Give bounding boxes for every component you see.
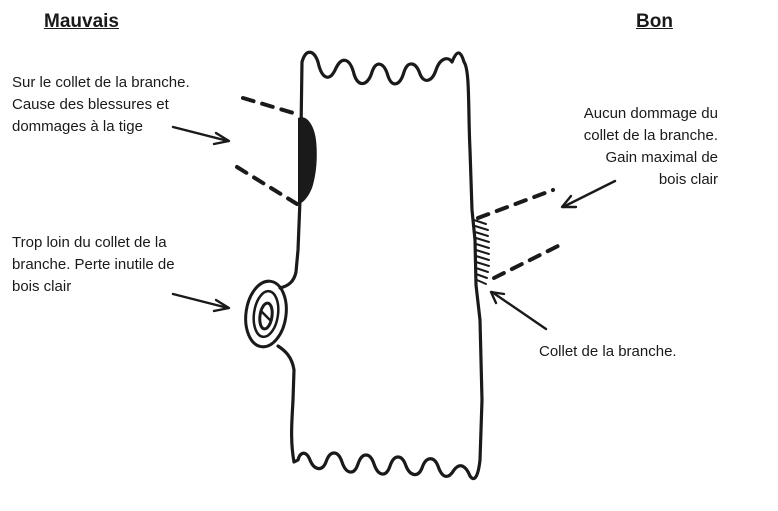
note-line: dommages à la tige bbox=[12, 118, 143, 135]
note-line: bois clair bbox=[12, 278, 72, 295]
heading-good: Bon bbox=[636, 11, 673, 32]
right-branch-dash-bottom bbox=[492, 244, 560, 280]
trunk-outline bbox=[276, 50, 484, 481]
stub-inner-ring bbox=[258, 301, 274, 331]
note-line: branche. Perte inutile de bbox=[12, 256, 175, 273]
note-line: Sur le collet de la branche. bbox=[12, 74, 190, 91]
collar-wound bbox=[298, 117, 317, 204]
note-line: Aucun dommage du bbox=[583, 105, 718, 122]
stub-outer-ring bbox=[244, 279, 288, 349]
trunk-left-edge bbox=[278, 198, 302, 290]
stub-middle-ring bbox=[252, 289, 280, 339]
left-branch-dash-top bbox=[241, 96, 302, 117]
note-line: Collet de la branche. bbox=[539, 343, 677, 360]
branch-collar-hatching bbox=[473, 219, 490, 285]
note-line: Gain maximal de bbox=[605, 149, 718, 166]
stub-center-mark bbox=[260, 310, 272, 322]
note-line: Cause des blessures et bbox=[12, 96, 169, 113]
arrow-collar bbox=[489, 290, 548, 331]
heading-bad: Mauvais bbox=[44, 11, 119, 32]
arrow-correct bbox=[560, 179, 617, 209]
note-line: bois clair bbox=[658, 171, 718, 188]
arrow-on-collar bbox=[171, 125, 231, 146]
arrow-too-far bbox=[171, 292, 231, 313]
note-line: collet de la branche. bbox=[583, 127, 718, 144]
note-on-collar: Sur le collet de la branche. Cause des b… bbox=[12, 72, 190, 138]
note-too-far: Trop loin du collet de la branche. Perte… bbox=[12, 232, 175, 298]
left-branch-dash-bottom bbox=[235, 165, 299, 206]
note-collar: Collet de la branche. bbox=[539, 341, 677, 363]
note-line: Trop loin du collet de la bbox=[12, 234, 167, 251]
note-correct: Aucun dommage du collet de la branche. G… bbox=[584, 103, 718, 191]
right-branch-dash-top bbox=[476, 188, 555, 220]
